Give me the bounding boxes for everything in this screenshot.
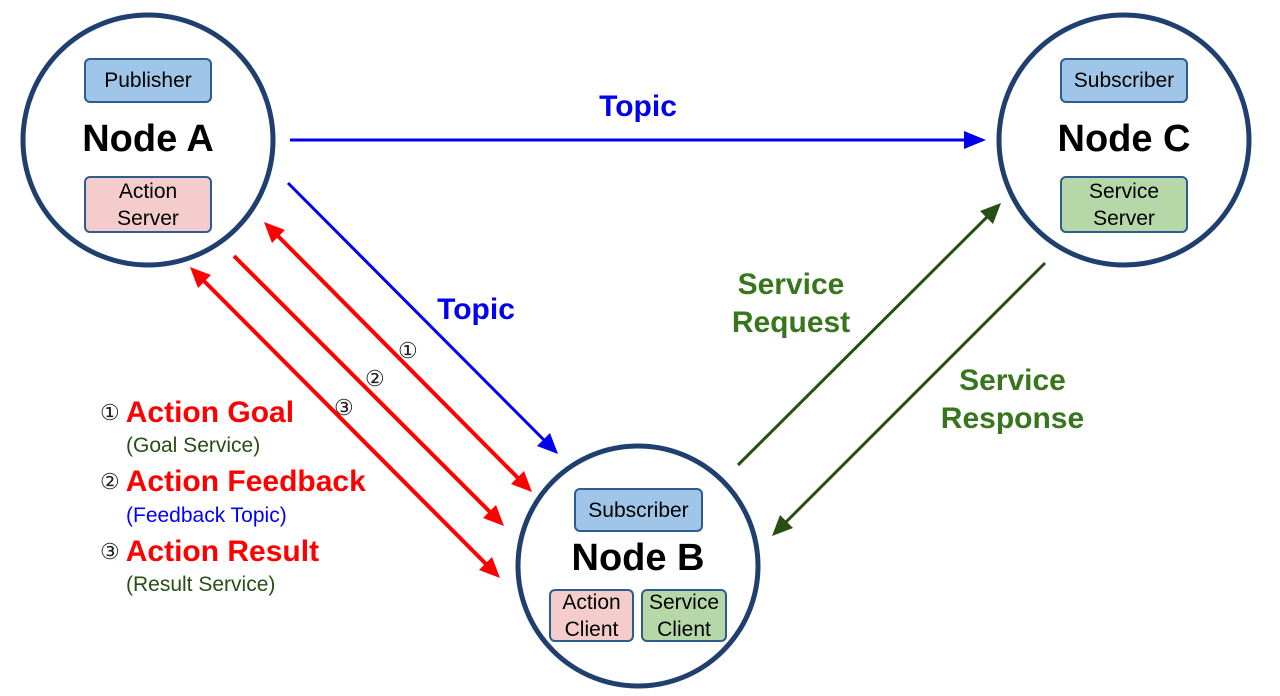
- node-b-action-client-chip: Action Client: [549, 589, 634, 642]
- topic-arrowhead-a-to-b: [537, 433, 558, 454]
- node-a-action-server-chip: Action Server: [84, 176, 212, 233]
- action-feedback-arrowhead: [483, 505, 504, 526]
- topic-arrow-a-to-b: [286, 181, 550, 446]
- service-response-label: Service Response: [930, 362, 1095, 438]
- legend-result-sub: (Result Service): [126, 573, 276, 596]
- action-result-arrowhead-end: [479, 557, 500, 578]
- action-feedback-arrow: [232, 254, 494, 516]
- node-c-subscriber-label: Subscriber: [1073, 69, 1175, 92]
- action-goal-arrowhead-start: [264, 222, 285, 243]
- node-c-title: Node C: [1057, 118, 1191, 160]
- service-response-line1: Service: [959, 364, 1066, 397]
- service-request-line1: Service: [737, 268, 845, 301]
- node-a-publisher-chip: Publisher: [84, 58, 212, 103]
- node-a-title: Node A: [82, 118, 214, 160]
- service-request-arrowhead: [980, 203, 1001, 224]
- action-result-arrowhead-start: [190, 267, 211, 288]
- node-b-service-client-line1: Service: [648, 590, 720, 614]
- legend-result-title: Action Result: [125, 535, 320, 568]
- action-result-arrow: [200, 277, 490, 568]
- node-b-service-client-chip: Service Client: [641, 589, 727, 642]
- step-mark-3: ③: [334, 395, 354, 420]
- legend-feedback-num: ②: [100, 469, 120, 494]
- node-a-action-server-line1: Action: [118, 179, 178, 203]
- service-request-arrow: [736, 212, 992, 467]
- node-b-title: Node B: [571, 537, 705, 579]
- action-goal-arrow: [274, 232, 522, 482]
- legend-goal-sub: (Goal Service): [126, 434, 261, 457]
- node-b-action-client-line1: Action: [562, 590, 621, 614]
- service-response-line2: Response: [940, 402, 1085, 435]
- node-b-service-client-line2: Client: [657, 617, 711, 641]
- action-goal-arrowhead-end: [511, 471, 532, 492]
- legend-result-num: ③: [100, 539, 120, 564]
- node-c-service-server-line1: Service: [1088, 179, 1160, 203]
- legend-goal-title: Action Goal: [125, 396, 295, 429]
- service-response-arrowhead: [772, 515, 793, 536]
- service-request-line2: Request: [731, 306, 851, 339]
- node-a-publisher-label: Publisher: [104, 69, 192, 92]
- node-b-action-client-line2: Client: [564, 617, 619, 641]
- node-c-service-server-chip: Service Server: [1060, 176, 1188, 233]
- node-b-subscriber-chip: Subscriber: [574, 488, 703, 532]
- node-a-action-server-line2: Server: [117, 206, 179, 230]
- step-mark-2: ②: [365, 366, 385, 391]
- topic-label-a-to-b: Topic: [437, 293, 515, 326]
- legend-feedback-sub: (Feedback Topic): [126, 504, 287, 527]
- service-response-arrow: [781, 261, 1047, 527]
- node-c-service-server-line2: Server: [1093, 206, 1155, 230]
- topic-label-a-to-c: Topic: [599, 90, 677, 123]
- topic-arrowhead-a-to-c: [964, 131, 986, 149]
- legend-feedback-title: Action Feedback: [125, 465, 366, 498]
- step-mark-1: ①: [398, 338, 418, 363]
- node-c-subscriber-chip: Subscriber: [1060, 58, 1188, 103]
- service-request-label: Service Request: [716, 266, 866, 342]
- node-b-subscriber-label: Subscriber: [588, 498, 689, 522]
- legend-goal-num: ①: [100, 400, 120, 425]
